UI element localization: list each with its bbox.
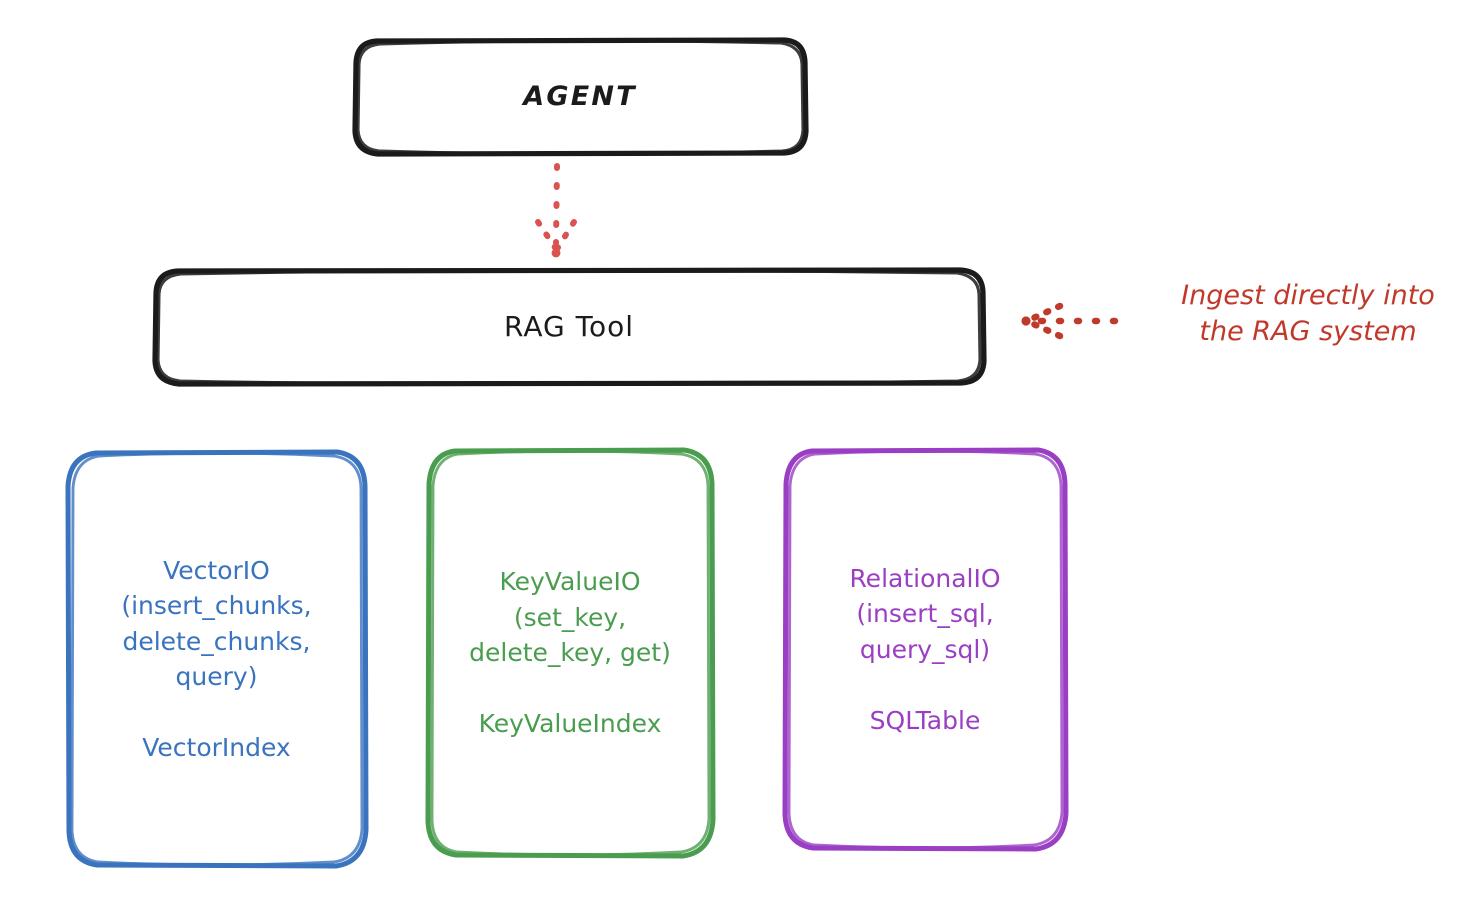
- node-rag-tool[interactable]: RAG Tool: [155, 270, 983, 384]
- annotation-ingest-directly: Ingest directly into the RAG system: [1181, 280, 1435, 347]
- node-relational-io[interactable]: RelationalIO (insert_sql, query_sql) SQL…: [785, 450, 1065, 849]
- node-key-value-io[interactable]: KeyValueIO (set_key, delete_key, get) Ke…: [428, 450, 712, 856]
- node-relational-io-label: RelationalIO (insert_sql, query_sql) SQL…: [849, 563, 1001, 735]
- node-vector-io[interactable]: VectorIO (insert_chunks, delete_chunks, …: [68, 452, 365, 866]
- node-agent[interactable]: AGENT: [355, 40, 805, 154]
- node-key-value-io-label: KeyValueIO (set_key, delete_key, get) Ke…: [469, 567, 671, 739]
- node-rag-tool-label: RAG Tool: [504, 310, 634, 344]
- node-agent-label: AGENT: [523, 80, 637, 112]
- connector-ingest-to-rag-tool: [1021, 302, 1119, 340]
- connector-agent-to-rag-tool: [535, 163, 577, 258]
- node-vector-io-label: VectorIO (insert_chunks, delete_chunks, …: [121, 555, 312, 763]
